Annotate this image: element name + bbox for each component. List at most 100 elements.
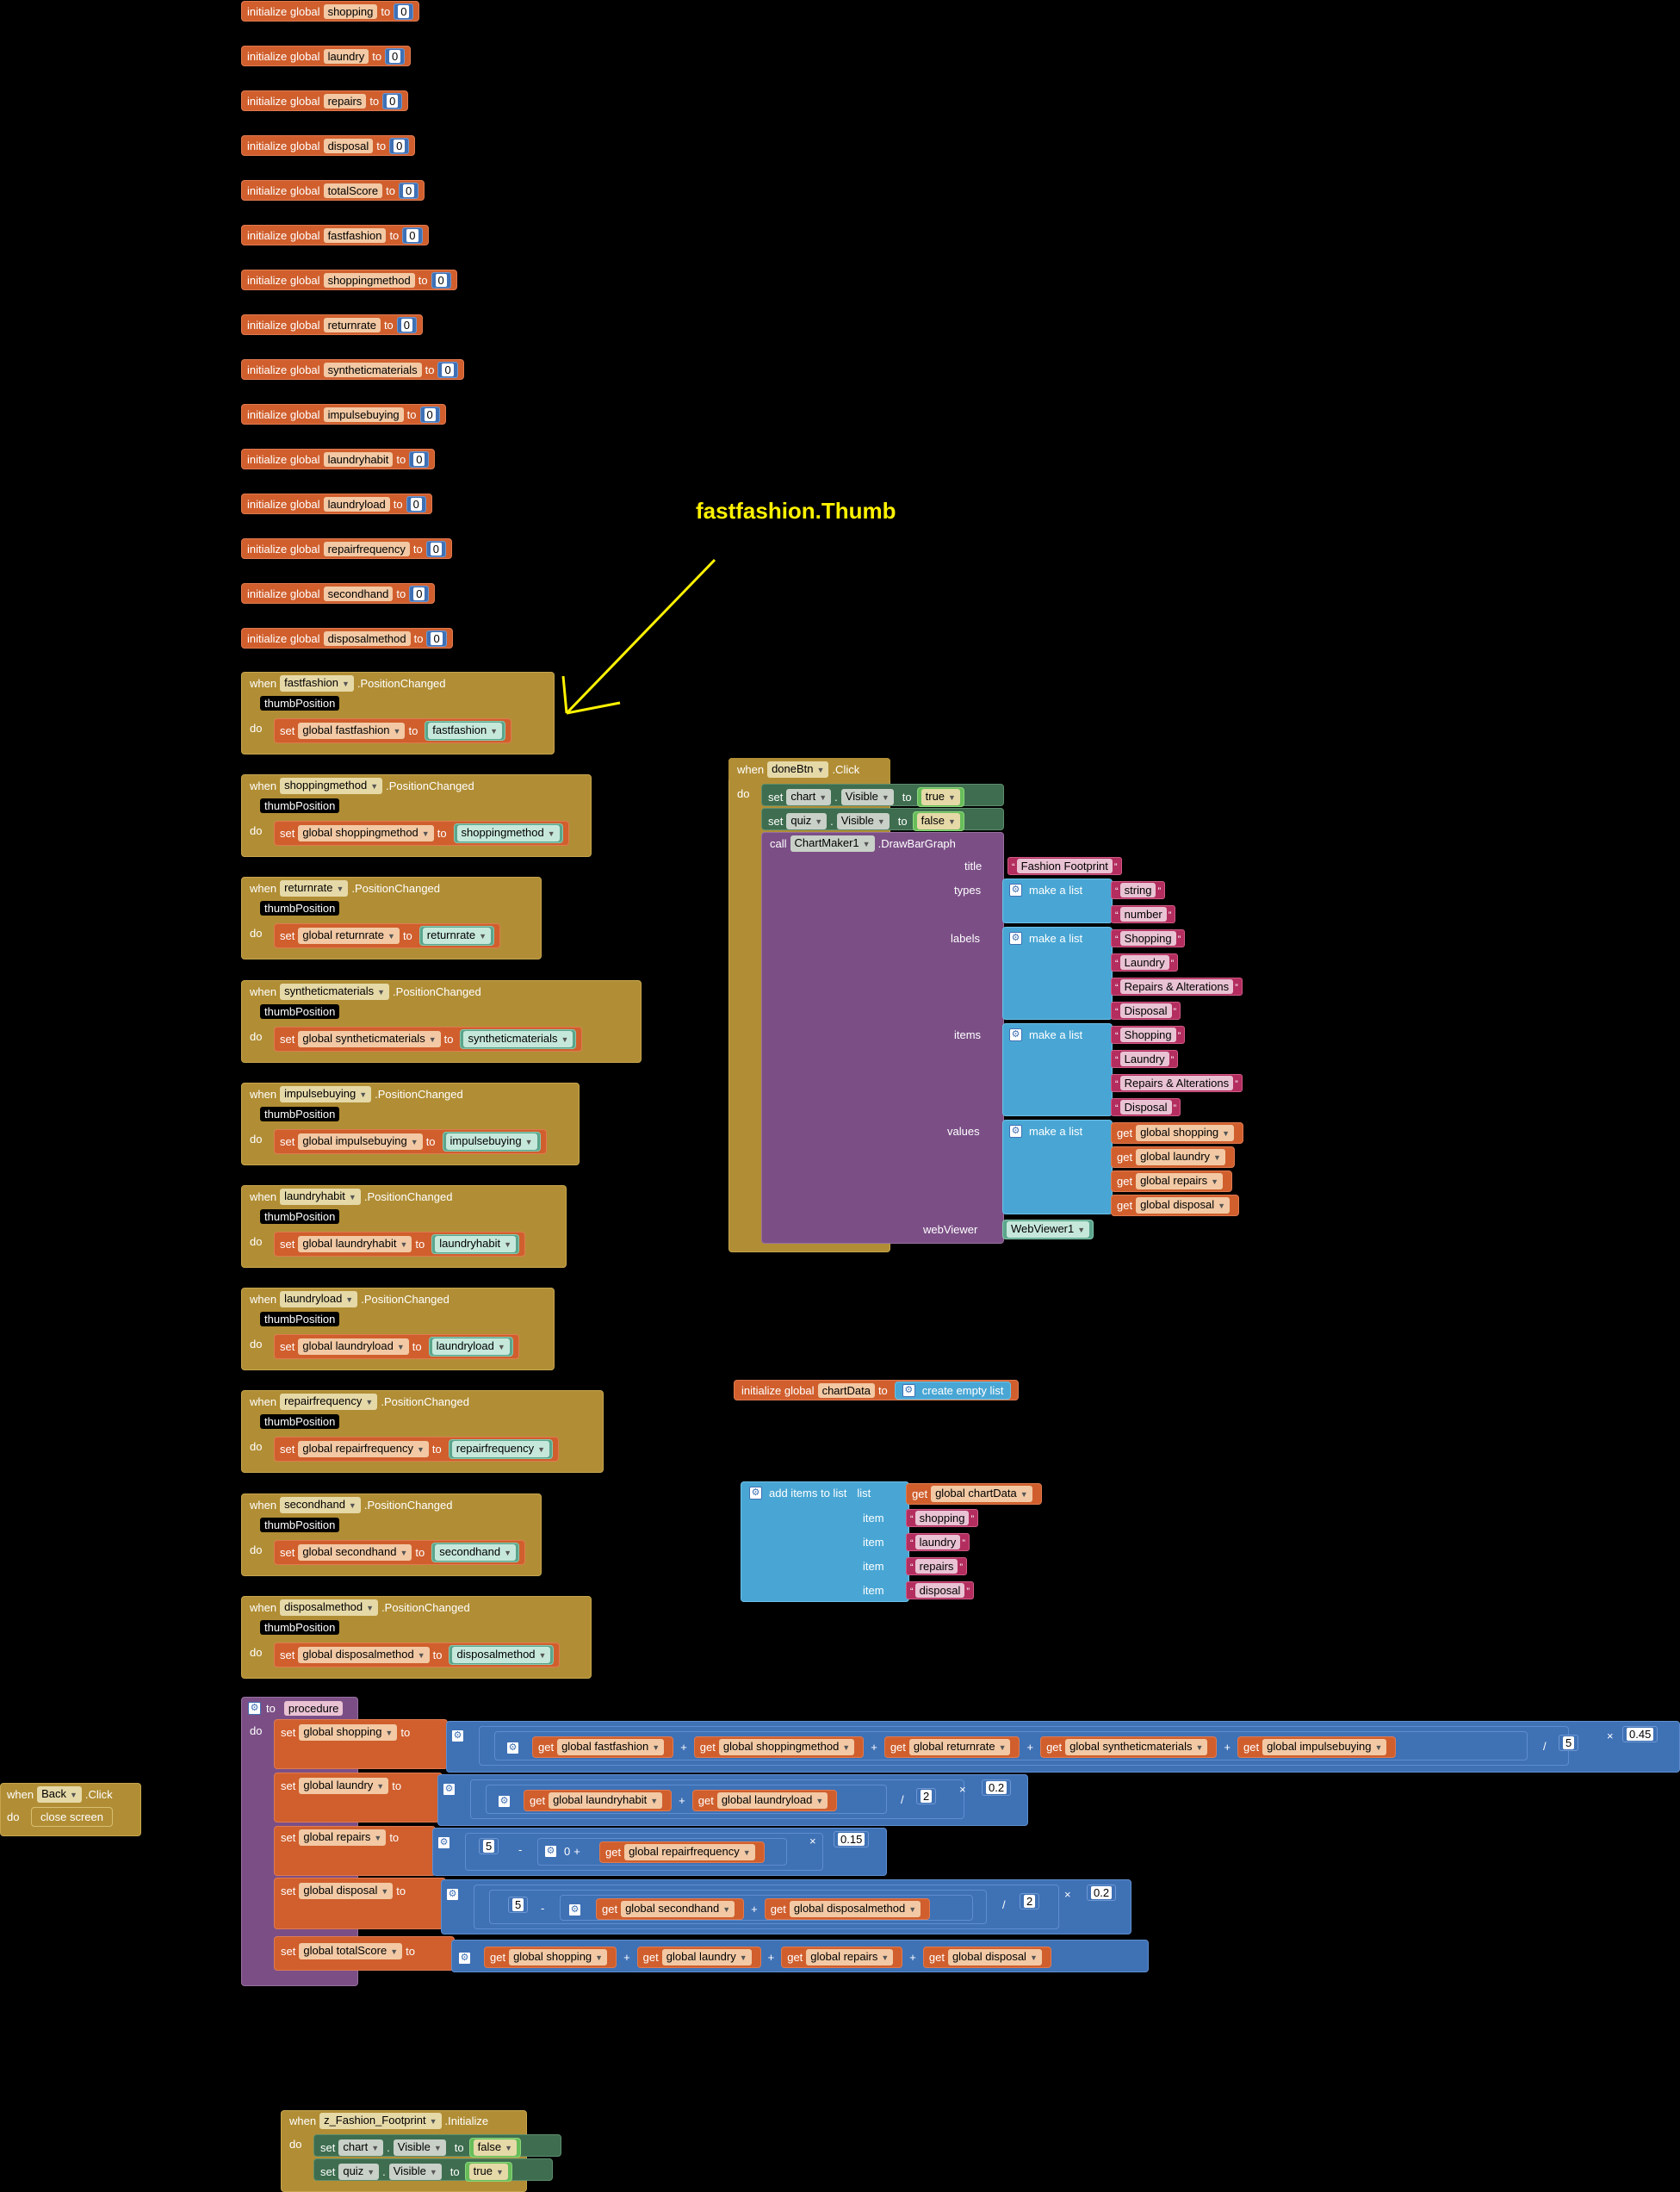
- number-block[interactable]: 0: [398, 182, 419, 199]
- item-string[interactable]: “laundry”: [906, 1533, 970, 1551]
- thumbposition-param[interactable]: thumbPosition: [260, 1619, 340, 1635]
- variable-name-field[interactable]: shopping: [323, 3, 378, 19]
- slider-getter[interactable]: laundryhabit▼: [431, 1234, 519, 1254]
- variable-name-field[interactable]: repairs: [323, 93, 367, 109]
- number-block[interactable]: 2: [1020, 1893, 1040, 1909]
- list-string-item[interactable]: “Shopping”: [1111, 929, 1186, 947]
- component-dropdown[interactable]: z_Fashion_Footprint▼: [319, 2113, 442, 2129]
- number-block[interactable]: 2: [916, 1788, 937, 1804]
- item-string[interactable]: “repairs”: [906, 1557, 968, 1575]
- component-dropdown[interactable]: laundryhabit▼: [280, 1189, 361, 1205]
- number-block[interactable]: 0: [394, 3, 414, 20]
- variable-name-field[interactable]: syntheticmaterials: [323, 362, 422, 377]
- component-dropdown[interactable]: disposalmethod▼: [280, 1599, 379, 1616]
- component-dropdown[interactable]: repairfrequency▼: [280, 1394, 378, 1411]
- property-dropdown[interactable]: Visible▼: [388, 2164, 442, 2180]
- slider-getter[interactable]: disposalmethod▼: [449, 1644, 555, 1665]
- number-block[interactable]: 5: [1559, 1735, 1579, 1751]
- boolean-block[interactable]: true▼: [916, 787, 964, 807]
- variable-name-field[interactable]: repairfrequency: [323, 541, 410, 556]
- gear-icon[interactable]: ⚙: [902, 1383, 915, 1397]
- number-field[interactable]: 0: [564, 1845, 571, 1858]
- slider-getter[interactable]: syntheticmaterials▼: [460, 1028, 577, 1049]
- boolean-block[interactable]: false▼: [912, 811, 964, 831]
- component-dropdown[interactable]: fastfashion▼: [280, 675, 354, 692]
- number-block[interactable]: 0: [382, 92, 403, 109]
- number-block[interactable]: 0.2: [1087, 1885, 1117, 1901]
- number-block[interactable]: 0.2: [982, 1779, 1012, 1796]
- slider-getter[interactable]: shoppingmethod▼: [453, 823, 563, 844]
- component-dropdown[interactable]: returnrate▼: [280, 880, 349, 897]
- gear-icon[interactable]: ⚙: [1009, 884, 1022, 897]
- thumbposition-param[interactable]: thumbPosition: [260, 1003, 340, 1019]
- gear-icon[interactable]: ⚙: [437, 1836, 450, 1849]
- component-dropdown[interactable]: syntheticmaterials▼: [280, 983, 390, 1000]
- component-dropdown[interactable]: impulsebuying▼: [280, 1085, 372, 1102]
- gear-icon[interactable]: ⚙: [498, 1795, 511, 1808]
- component-dropdown[interactable]: chart▼: [338, 2139, 384, 2156]
- gear-icon[interactable]: ⚙: [446, 1888, 459, 1901]
- number-block[interactable]: 0.15: [834, 1831, 870, 1847]
- call-drawbargraph[interactable]: [761, 832, 1004, 1244]
- list-string-item[interactable]: “string”: [1111, 881, 1166, 899]
- thumbposition-param[interactable]: thumbPosition: [260, 1106, 340, 1121]
- component-dropdown[interactable]: quiz▼: [786, 813, 828, 829]
- number-block[interactable]: 0: [437, 361, 458, 378]
- list-string-item[interactable]: “Laundry”: [1111, 953, 1179, 972]
- component-dropdown[interactable]: Back▼: [37, 1786, 82, 1803]
- list-string-item[interactable]: “Disposal”: [1111, 1002, 1181, 1020]
- variable-name-field[interactable]: shoppingmethod: [323, 272, 415, 288]
- gear-icon[interactable]: ⚙: [1009, 932, 1022, 945]
- list-string-item[interactable]: “Laundry”: [1111, 1050, 1179, 1068]
- list-string-item[interactable]: “Repairs & Alterations”: [1111, 978, 1243, 996]
- variable-name-field[interactable]: laundry: [323, 48, 369, 64]
- variable-name-field[interactable]: totalScore: [323, 183, 383, 198]
- number-block[interactable]: 0: [385, 47, 406, 65]
- component-dropdown[interactable]: ChartMaker1▼: [790, 835, 875, 852]
- list-string-item[interactable]: “Disposal”: [1111, 1098, 1181, 1116]
- property-dropdown[interactable]: Visible▼: [393, 2139, 446, 2156]
- gear-icon[interactable]: ⚙: [749, 1487, 762, 1500]
- init-chartdata[interactable]: initialize global chartData to ⚙create e…: [734, 1380, 1020, 1400]
- component-dropdown[interactable]: doneBtn▼: [767, 761, 829, 778]
- gear-icon[interactable]: ⚙: [1009, 1125, 1022, 1138]
- thumbposition-param[interactable]: thumbPosition: [260, 1209, 340, 1224]
- number-block[interactable]: 0: [402, 227, 423, 244]
- number-block[interactable]: 0.45: [1622, 1726, 1658, 1742]
- boolean-block[interactable]: false▼: [468, 2138, 522, 2158]
- number-block[interactable]: 5: [508, 1897, 529, 1913]
- add-items-to-list[interactable]: [741, 1481, 909, 1602]
- slider-getter[interactable]: secondhand▼: [431, 1542, 520, 1562]
- number-block[interactable]: 0: [409, 585, 430, 602]
- thumbposition-param[interactable]: thumbPosition: [260, 696, 340, 711]
- slider-getter[interactable]: impulsebuying▼: [442, 1131, 541, 1152]
- number-block[interactable]: 0: [425, 540, 446, 557]
- variable-name-field[interactable]: chartData: [817, 1382, 875, 1398]
